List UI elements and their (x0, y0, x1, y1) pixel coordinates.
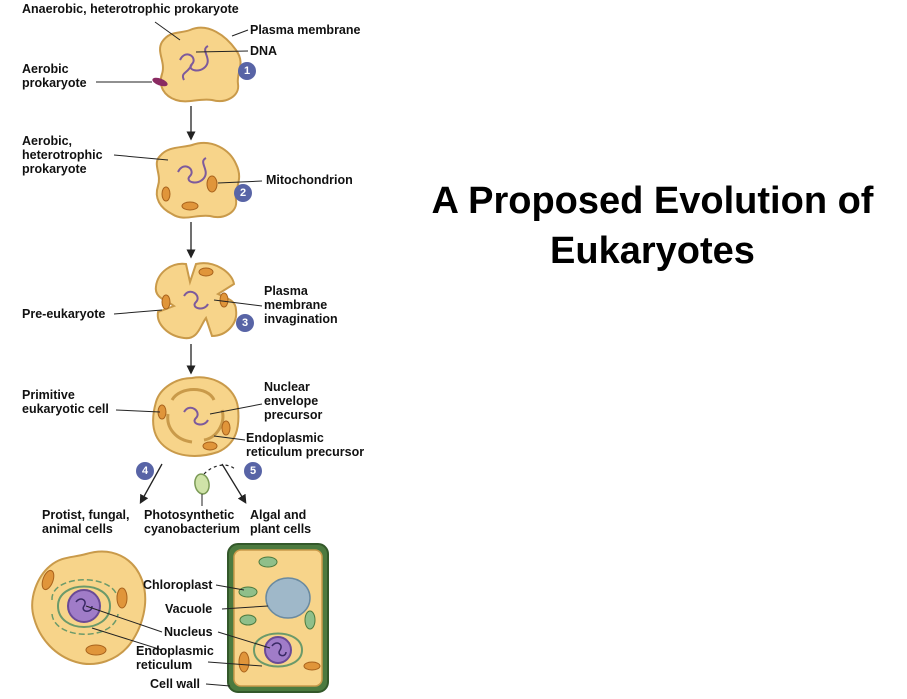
label-anaerobic-prokaryote: Anaerobic, heterotrophic prokaryote (22, 2, 239, 16)
plant-cell (227, 543, 329, 693)
page-title: A Proposed Evolution of Eukaryotes (431, 180, 874, 272)
label-algal-plant-cells: Algal and plant cells (250, 508, 312, 536)
plant-nucleus-shape (264, 636, 292, 664)
label-cell-wall: Cell wall (150, 677, 201, 691)
label-plasma-membrane: Plasma membrane (250, 23, 361, 37)
cell-primitive-eukaryote (152, 376, 240, 457)
animal-cell (31, 550, 147, 665)
cell-pre-eukaryote (154, 262, 238, 340)
label-nuclear-envelope-precursor: Nuclear envelope precursor (264, 380, 323, 422)
aerobic-prokaryote-shape (152, 77, 168, 87)
label-dna: DNA (250, 44, 278, 58)
step-badge-1: 1 (238, 62, 256, 80)
label-pre-eukaryote: Pre-eukaryote (22, 307, 106, 321)
step-badge-4: 4 (136, 462, 154, 480)
label-er-precursor: Endoplasmic reticulum precursor (246, 431, 365, 459)
label-chloroplast: Chloroplast (143, 578, 213, 592)
vacuole-shape (265, 577, 311, 619)
cell-anaerobic-prokaryote (152, 26, 242, 103)
label-protist-fungal-animal: Protist, fungal, animal cells (42, 508, 130, 536)
label-aerobic-heterotrophic-prokaryote: Aerobic, heterotrophic prokaryote (22, 134, 103, 176)
cyanobacterium-shape (194, 473, 210, 495)
step-badge-2: 2 (234, 184, 252, 202)
label-aerobic-prokaryote: Aerobic prokaryote (22, 62, 87, 90)
label-vacuole: Vacuole (165, 602, 213, 616)
label-endoplasmic-reticulum: Endoplasmic reticulum (136, 644, 214, 672)
label-mitochondrion: Mitochondrion (266, 173, 353, 187)
label-plasma-membrane-invagination: Plasma membrane invagination (264, 284, 338, 326)
chloroplast-shape (238, 586, 258, 598)
step-badge-5: 5 (244, 462, 262, 480)
label-primitive-eukaryotic-cell: Primitive eukaryotic cell (22, 388, 109, 416)
label-cyanobacterium: Photosynthetic cyanobacterium (144, 508, 240, 536)
step-badge-3: 3 (236, 314, 254, 332)
cell-aerobic-prokaryote (155, 142, 241, 219)
label-nucleus: Nucleus (164, 625, 213, 639)
